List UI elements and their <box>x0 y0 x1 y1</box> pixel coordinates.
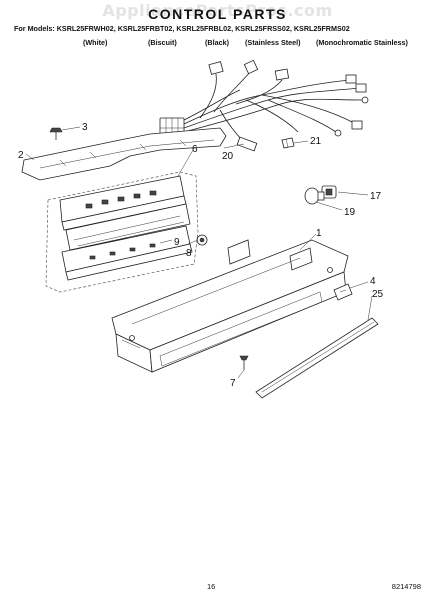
callout-3: 3 <box>82 122 88 133</box>
callout-7: 7 <box>230 378 236 389</box>
models-line: For Models: KSRL25FRWH02, KSRL25FRBT02, … <box>14 24 350 33</box>
callout-4: 4 <box>370 276 376 287</box>
callout-2: 2 <box>18 150 24 161</box>
variant-black: (Black) <box>205 38 229 47</box>
part-mounting-plate <box>21 127 227 181</box>
variant-white: (White) <box>83 38 108 47</box>
part-screw-7 <box>239 355 249 370</box>
callout-labels: 3 2 6 20 21 9 8 1 17 19 4 25 7 <box>18 122 384 389</box>
part-wiring-harness <box>159 59 369 152</box>
watermark: AppliancePartsPros.com <box>102 1 333 20</box>
callout-1: 1 <box>316 228 322 239</box>
part-bracket <box>333 283 353 301</box>
part-user-interface-board <box>61 225 193 281</box>
leader-lines <box>25 126 373 379</box>
part-wire-clip <box>281 137 295 149</box>
callout-25: 25 <box>372 289 384 300</box>
part-grommet <box>196 234 208 246</box>
variant-stainless-steel: (Stainless Steel) <box>245 38 301 47</box>
part-screw-3 <box>49 127 63 140</box>
callout-20: 20 <box>222 151 234 162</box>
part-trim-strip <box>255 317 379 399</box>
page-number: 16 <box>207 582 216 591</box>
part-light-bulb <box>304 187 325 205</box>
callout-21: 21 <box>310 136 322 147</box>
variant-biscuit: (Biscuit) <box>148 38 177 47</box>
callout-17: 17 <box>370 191 382 202</box>
part-control-board <box>59 175 191 251</box>
callout-9: 9 <box>174 237 180 248</box>
page-title: CONTROL PARTS <box>148 6 287 22</box>
callout-6: 6 <box>192 144 198 155</box>
callout-19: 19 <box>344 207 356 218</box>
document-number: 8214798 <box>391 582 421 591</box>
callout-8: 8 <box>186 248 192 259</box>
variant-labels: (White) (Biscuit) (Black) (Stainless Ste… <box>0 38 435 50</box>
variant-monochromatic-stainless: (Monochromatic Stainless) <box>316 38 408 47</box>
